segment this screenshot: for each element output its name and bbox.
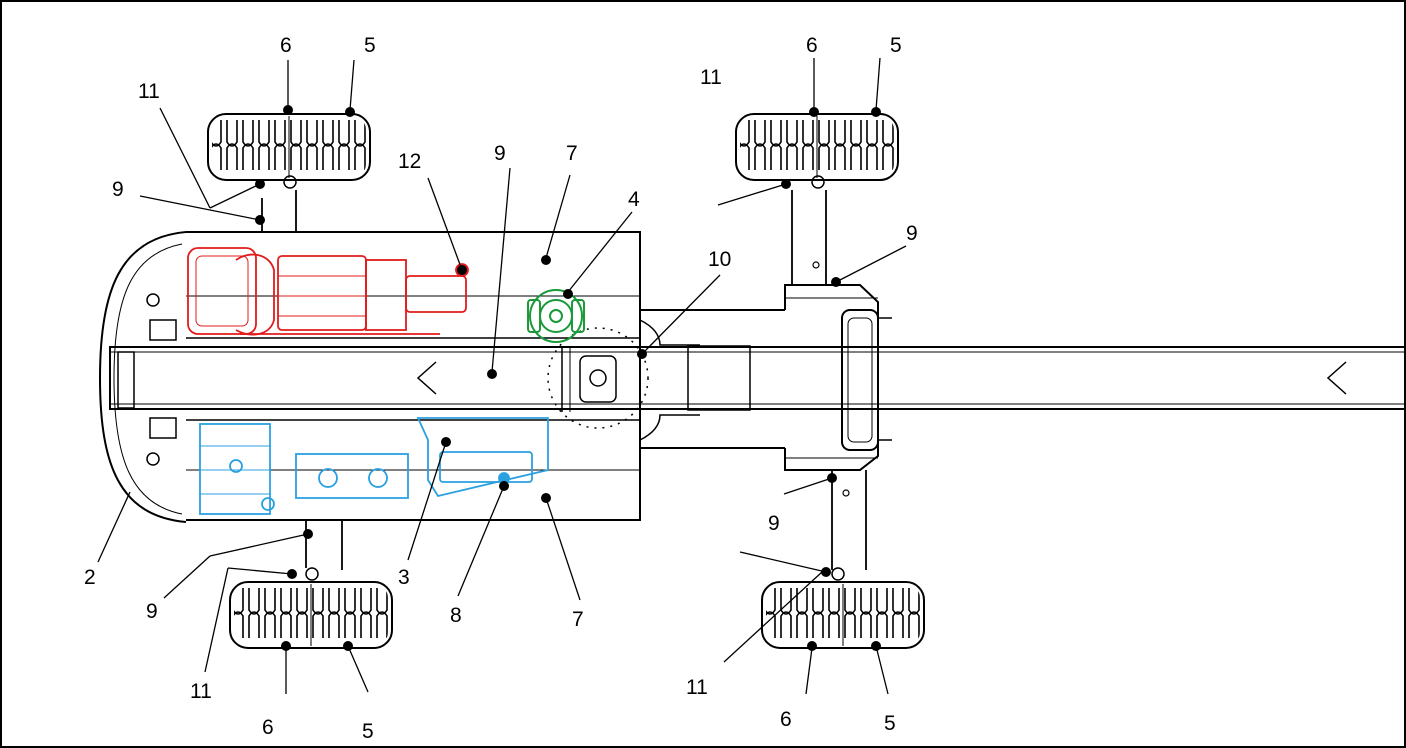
callout-5-front-left: 5 <box>364 34 376 57</box>
callout-11-rear-right: 11 <box>686 676 708 699</box>
hydraulic-system <box>199 417 549 515</box>
callout-6-front-left: 6 <box>280 34 292 57</box>
tire-rear-left <box>229 581 393 649</box>
callout-6-rear-right: 6 <box>780 708 792 731</box>
callout-2: 2 <box>84 566 96 589</box>
turntable <box>98 231 700 523</box>
steering-knuckles <box>283 175 845 581</box>
tire-front-right <box>735 113 899 181</box>
axles <box>261 190 867 570</box>
tire-front-left <box>207 113 371 181</box>
callout-5-rear-right: 5 <box>884 712 896 735</box>
callout-9-boom: 9 <box>494 142 506 165</box>
boom <box>109 346 1406 410</box>
callout-5-rear-left: 5 <box>362 720 374 743</box>
callout-7-bottom: 7 <box>572 608 584 631</box>
chassis <box>640 284 892 471</box>
tire-rear-right <box>761 581 925 649</box>
callout-10: 10 <box>708 248 731 271</box>
callout-5-front-right: 5 <box>890 34 902 57</box>
callout-9-rear-right: 9 <box>768 512 780 535</box>
callout-7-top: 7 <box>566 142 578 165</box>
callout-12: 12 <box>398 150 421 173</box>
callout-3: 3 <box>398 566 410 589</box>
callout-9-front-left: 9 <box>112 178 124 201</box>
callout-11-front-left: 11 <box>138 80 160 103</box>
engine-assembly <box>187 247 469 336</box>
rotary-coupling <box>547 327 649 429</box>
callout-11-front-right: 11 <box>700 66 722 89</box>
leader-lines <box>97 57 907 695</box>
callout-9-rear-left: 9 <box>146 600 158 623</box>
callout-dots <box>255 105 881 651</box>
callout-11-rear-left: 11 <box>190 680 212 703</box>
callout-8: 8 <box>450 604 462 627</box>
callout-4: 4 <box>628 188 640 211</box>
callout-6-front-right: 6 <box>806 34 818 57</box>
callout-6-rear-left: 6 <box>262 716 274 739</box>
callout-9-front-right: 9 <box>906 222 918 245</box>
swing-drive <box>527 289 585 343</box>
